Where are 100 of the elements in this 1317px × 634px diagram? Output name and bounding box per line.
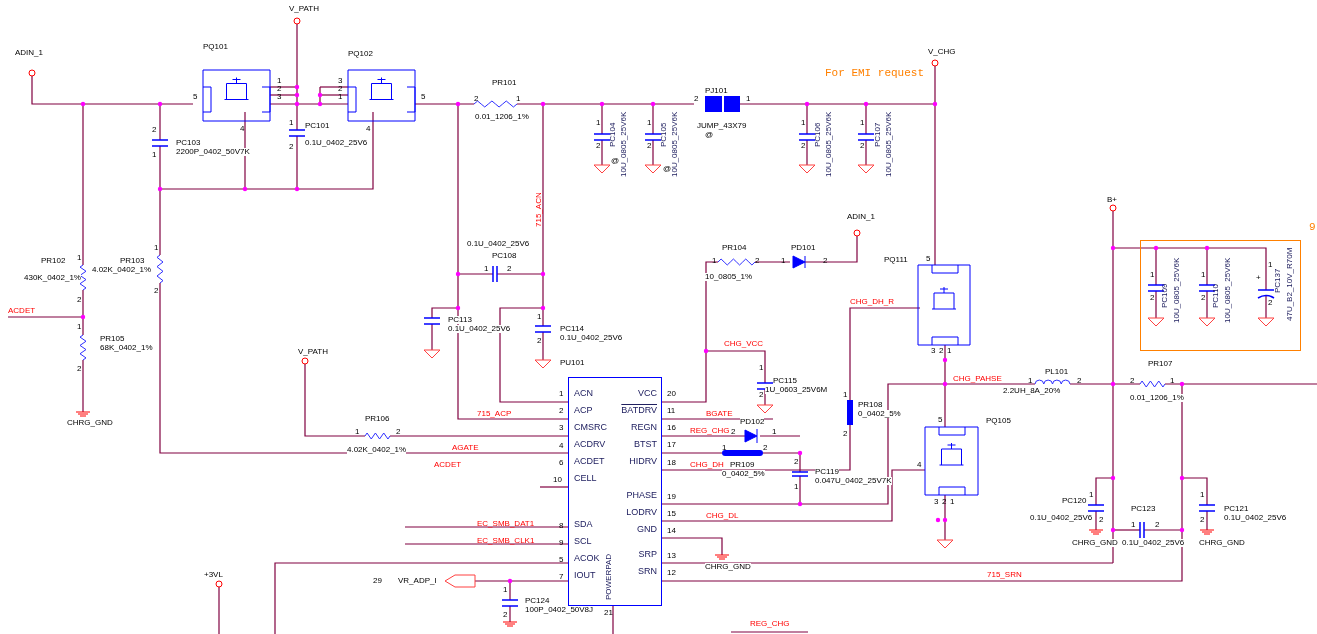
component-label: 1 <box>950 498 955 506</box>
component-label: 2 <box>537 337 542 345</box>
component-label: PR103 <box>120 257 145 265</box>
component-label: 1 <box>1201 271 1206 279</box>
pin-name: ACN <box>574 389 593 398</box>
component-label: 1 <box>77 254 82 262</box>
component-label: 2 <box>763 444 768 452</box>
component-label: PJ101 <box>705 87 728 95</box>
component-label: PQ101 <box>203 43 228 51</box>
pin-name: POWERPAD <box>605 553 613 600</box>
component-label: 2 <box>801 142 806 150</box>
component-label: @ <box>611 157 620 165</box>
component-label: 1 <box>801 119 806 127</box>
component-label: 10U_0805_25V6K <box>620 111 628 177</box>
net-label: ACDET <box>8 307 36 315</box>
component-label: 1 <box>355 428 360 436</box>
component-label: 2 <box>77 365 82 373</box>
component-label: 1 <box>781 257 786 265</box>
ic-chip-box <box>568 377 662 606</box>
component-label: PC107 <box>874 122 882 147</box>
component-label: 1 <box>1200 491 1205 499</box>
component-label: 0.01_1206_1% <box>1130 394 1184 402</box>
component-label: 2 <box>823 257 828 265</box>
net-label: ACDET <box>434 461 462 469</box>
component-label: JUMP_43X79 <box>697 122 747 130</box>
pin-name: BATDRV <box>621 406 657 415</box>
component-label: 0.047U_0402_25V7K <box>815 477 892 485</box>
component-label: 10U_0805_25V6K <box>1224 257 1232 323</box>
component-label: 1 <box>647 119 652 127</box>
pin-name: GND <box>637 525 657 534</box>
pin-name: CMSRC <box>574 423 607 432</box>
component-label: PQ111 <box>884 256 908 264</box>
component-label: PR109 <box>730 461 755 469</box>
component-label: +3VL <box>204 571 223 579</box>
component-label: 3 <box>338 77 343 85</box>
component-label: 1 <box>1089 491 1094 499</box>
component-label: PR105 <box>100 335 125 343</box>
component-label: 0_0402_5% <box>858 410 901 418</box>
component-label: PC103 <box>176 139 201 147</box>
component-label: 2 <box>939 347 944 355</box>
net-label: CHG_PAHSE <box>953 375 1002 383</box>
component-label: ADIN_1 <box>15 49 43 57</box>
component-label: 2 <box>794 458 799 466</box>
net-label: AGATE <box>452 444 479 452</box>
component-label: 2 <box>1200 516 1205 524</box>
component-label: PC109 <box>1161 283 1169 308</box>
component-label: 3 <box>934 498 939 506</box>
component-label: PR106 <box>365 415 390 423</box>
component-label: 0.1U_0402_25V6 <box>448 325 511 333</box>
component-label: 100P_0402_50V8J <box>525 606 594 614</box>
component-label: PL101 <box>1045 368 1069 376</box>
component-label: 2 <box>1099 516 1104 524</box>
component-label: PC114 <box>560 325 584 333</box>
component-label: 2 <box>755 257 760 265</box>
net-label: 715_ACP <box>477 410 512 418</box>
component-label: 1 <box>503 586 508 594</box>
component-label: 4.02K_0402_1% <box>347 446 407 454</box>
component-label: 1 <box>1150 271 1155 279</box>
pin-name: SRP <box>638 550 657 559</box>
component-label: 2 <box>503 611 508 619</box>
component-label: 10U_0805_25V6K <box>825 111 833 177</box>
component-label: 1 <box>722 444 727 452</box>
component-label: 2 <box>154 287 159 295</box>
net-label: EC_SMB_CLK1 <box>477 537 535 545</box>
component-label: 1 <box>154 244 159 252</box>
component-label: 0.1U_0402_25V6 <box>467 240 530 248</box>
component-label: 2 <box>277 85 282 93</box>
pin-name: CELL <box>574 474 597 483</box>
component-label: CHRG_GND <box>1072 539 1118 547</box>
component-label: V_CHG <box>928 48 956 56</box>
component-label: 1 <box>1028 377 1033 385</box>
component-label: B+ <box>1107 196 1117 204</box>
component-label: 2 <box>507 265 512 273</box>
component-label: PU101 <box>560 359 585 367</box>
component-label: @ <box>663 165 672 173</box>
component-label: 5 <box>421 93 426 101</box>
pin-name: VCC <box>638 389 657 398</box>
component-label: PC119 <box>815 468 839 476</box>
component-label: 2 <box>289 143 294 151</box>
pin-name: SCL <box>574 537 592 546</box>
component-label: 2 <box>647 142 652 150</box>
component-label: PQ105 <box>986 417 1011 425</box>
component-label: 2 <box>759 391 764 399</box>
component-label: 0_0402_5% <box>722 470 765 478</box>
component-label: PR108 <box>858 401 883 409</box>
component-label: 9 <box>1309 222 1316 233</box>
component-label: 10U_0805_25V6K <box>1173 257 1181 323</box>
component-label: PC106 <box>814 122 822 147</box>
component-label: PC104 <box>609 122 617 147</box>
component-label: PC113 <box>448 316 472 324</box>
component-label: 1 <box>772 428 777 436</box>
component-label: 2 <box>1268 299 1273 307</box>
pin-name: BTST <box>634 440 657 449</box>
component-label: ADIN_1 <box>847 213 875 221</box>
component-label: 4 <box>240 125 245 133</box>
component-label: CHRG_GND <box>705 563 751 571</box>
component-label: 0.1U_0402_25V6 <box>560 334 623 342</box>
pin-name: ACDRV <box>574 440 606 449</box>
component-label: 2 <box>843 430 848 438</box>
pin-name: ACP <box>574 406 593 415</box>
